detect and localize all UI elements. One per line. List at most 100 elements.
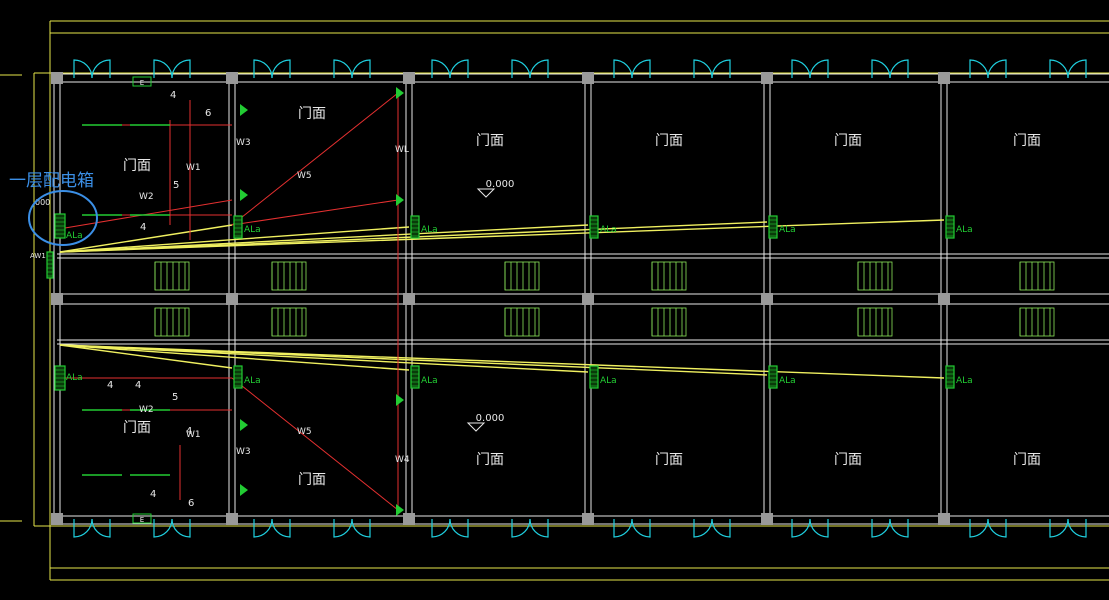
- room-label: 门面: [476, 133, 504, 149]
- column: [938, 72, 950, 84]
- stair-frame: [651, 261, 687, 291]
- equip-tag-box: [132, 76, 152, 87]
- feeder-line: [59, 224, 233, 253]
- door-leaf: [253, 59, 273, 79]
- building-outline: [0, 20, 1109, 581]
- feeder-line: [59, 344, 410, 371]
- circuit-count: 5: [173, 180, 179, 191]
- stair: [504, 261, 540, 291]
- stair: [154, 307, 190, 337]
- door-leaf: [449, 59, 469, 79]
- feeder-line: [59, 219, 945, 253]
- room-label: 门面: [655, 133, 683, 149]
- circuit-code: W1: [186, 163, 201, 173]
- elevation-mark: [466, 422, 486, 432]
- double-door: [73, 518, 111, 538]
- door-leaf: [871, 59, 891, 79]
- circuit-count: 6: [205, 108, 211, 119]
- column: [403, 513, 415, 525]
- column: [403, 293, 415, 305]
- column: [226, 72, 238, 84]
- door-leaf: [1049, 518, 1069, 538]
- double-door: [1049, 59, 1087, 79]
- circuit-count: 5: [172, 392, 178, 403]
- column: [582, 293, 594, 305]
- feeder-lines: [59, 219, 945, 379]
- double-door: [511, 59, 549, 79]
- room-label: 门面: [123, 158, 151, 174]
- elevation-label: 0.000: [476, 413, 505, 424]
- door-leaf: [511, 59, 531, 79]
- panel-tag: ALa: [421, 225, 438, 235]
- stair-frame: [651, 307, 687, 337]
- column: [761, 513, 773, 525]
- panel-tag: ALa: [421, 376, 438, 386]
- double-door: [431, 59, 469, 79]
- panel-small-label: 000: [35, 198, 50, 207]
- double-door: [791, 59, 829, 79]
- sub-panel: [589, 365, 599, 389]
- double-door: [333, 518, 371, 538]
- electrical-devices: [46, 87, 955, 516]
- panel-box: [410, 215, 420, 239]
- door-leaf: [889, 518, 909, 538]
- panel-box: [233, 215, 243, 239]
- panel-lower: [54, 365, 66, 391]
- room-label: 门面: [476, 452, 504, 468]
- door-leaf: [711, 518, 731, 538]
- panel-box: [945, 365, 955, 389]
- door-leaf: [631, 518, 651, 538]
- door-leaf: [987, 518, 1007, 538]
- drawing-labels: 门面门面门面门面门面门面门面门面门面门面门面门面0.0000.000ALaALa…: [30, 76, 1041, 524]
- stair-frame: [154, 261, 190, 291]
- door-leaf: [1067, 518, 1087, 538]
- panel-box: [589, 215, 599, 239]
- circuit-line: [231, 377, 399, 511]
- door-leaf: [333, 59, 353, 79]
- lamp-icon: [240, 189, 248, 201]
- circuit-code: W5: [297, 171, 312, 181]
- double-door: [871, 59, 909, 79]
- door-leaf: [871, 518, 891, 538]
- stair-frame: [154, 307, 190, 337]
- circuit-count: 4: [107, 380, 113, 391]
- panel-tag: ALa: [779, 376, 796, 386]
- column: [761, 72, 773, 84]
- panel-tag: ALa: [66, 373, 83, 383]
- stair: [1019, 261, 1055, 291]
- columns: [51, 72, 950, 525]
- main-panel: [54, 213, 66, 239]
- door-leaf: [969, 518, 989, 538]
- door-leaf: [73, 59, 93, 79]
- lamp-icon: [240, 104, 248, 116]
- lamp-icon: [396, 504, 404, 516]
- circuit-count: 4: [140, 222, 146, 233]
- lamp-icon: [396, 87, 404, 99]
- door-leaf: [529, 518, 549, 538]
- double-door: [693, 518, 731, 538]
- stair-frame: [1019, 261, 1055, 291]
- circuit-line: [231, 199, 399, 226]
- column: [938, 293, 950, 305]
- double-door: [511, 518, 549, 538]
- room-label: 门面: [655, 452, 683, 468]
- room-label: 门面: [123, 420, 151, 436]
- panel-box: [945, 215, 955, 239]
- door-leaf: [693, 518, 713, 538]
- double-door: [153, 59, 191, 79]
- stair: [504, 307, 540, 337]
- panel-tag: ALa: [779, 225, 796, 235]
- column: [403, 72, 415, 84]
- stairs: [154, 261, 1055, 337]
- panel-tag: ALa: [956, 376, 973, 386]
- circuit-count: 4: [135, 380, 141, 391]
- door-leaf: [791, 59, 811, 79]
- circuit-code: W4: [395, 455, 410, 465]
- sub-panel: [233, 215, 243, 239]
- elevation-mark: [476, 188, 496, 198]
- room-label: 门面: [834, 133, 862, 149]
- circuit-count: 4: [170, 90, 176, 101]
- circuit-line: [64, 199, 233, 229]
- panel-box: [410, 365, 420, 389]
